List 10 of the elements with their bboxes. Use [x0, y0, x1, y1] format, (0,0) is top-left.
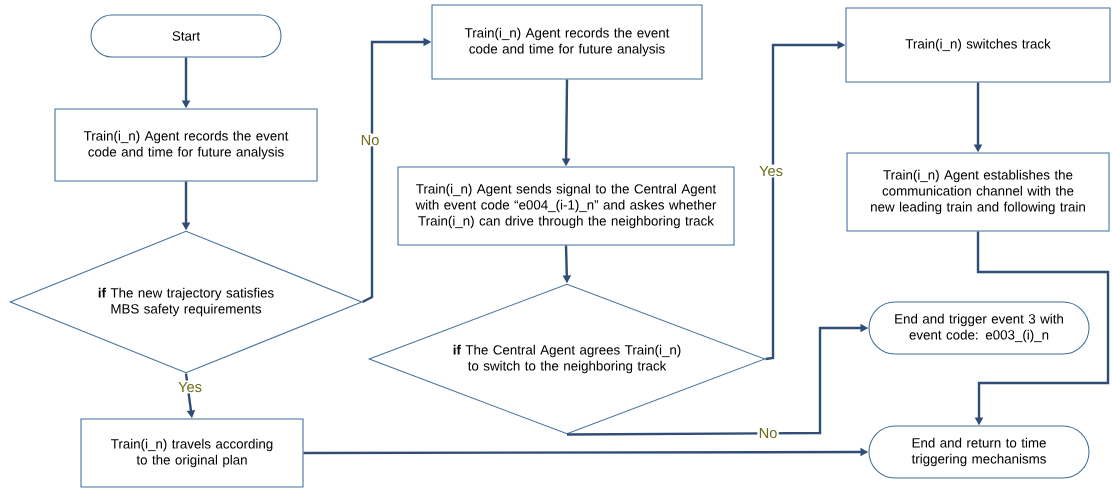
process-box: Train(i_n) Agent records the event code and time for future analysis [431, 4, 703, 80]
edge-label: Yes [176, 380, 204, 394]
process-box: Train(i_n) Agent sends signal to the Central Agent with event code “e004_(i-1)_n” and askes whether Train(i_n) can drive through the neighboring track [397, 166, 735, 246]
edge-label: Yes [757, 164, 785, 178]
process-box: Train(i_n) switches track [845, 7, 1111, 83]
edge-label: No [757, 426, 779, 440]
process-box: Train(i_n) travels according to the original plan [80, 418, 304, 488]
process-box: Train(i_n) Agent establishes the communication channel with the new leading train and following train [846, 152, 1110, 232]
process-box: Train(i_n) Agent records the event code and time for future analysis [54, 108, 318, 182]
edge-label: No [359, 133, 381, 147]
